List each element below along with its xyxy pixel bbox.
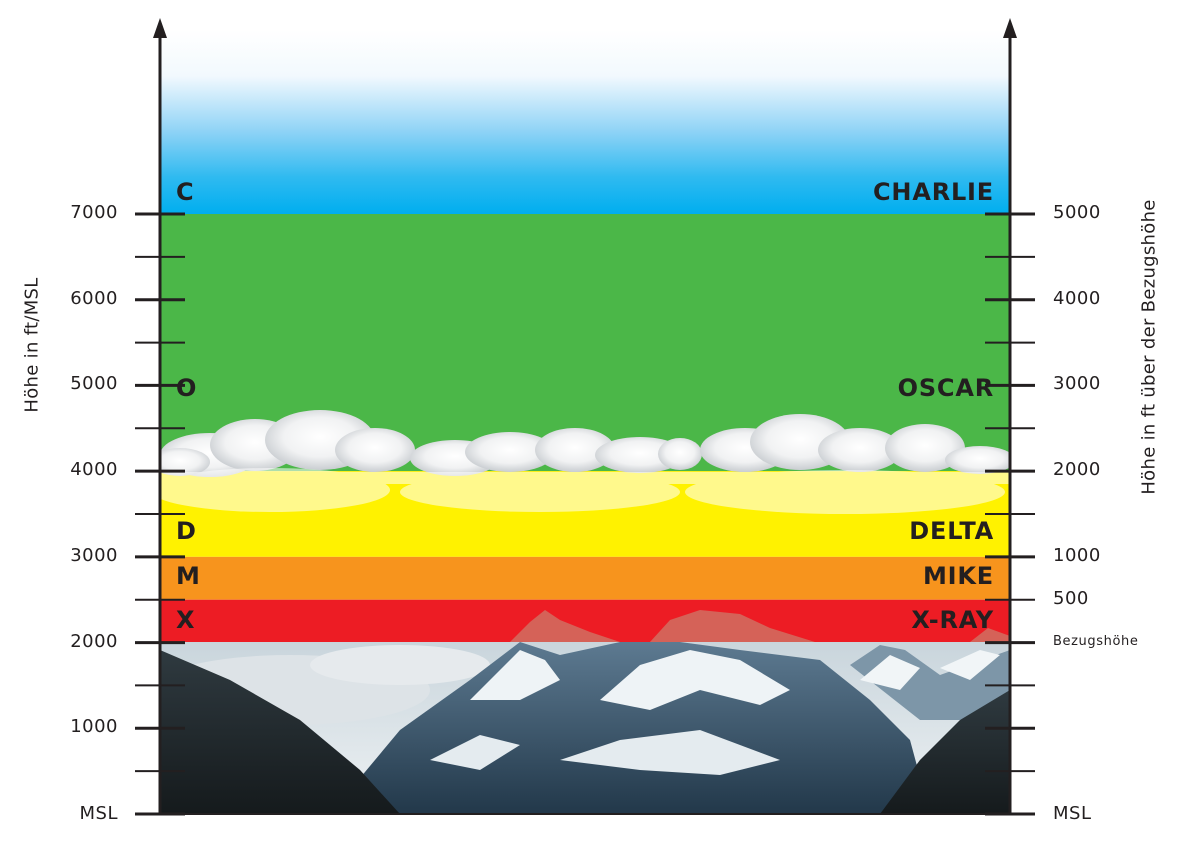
right-tick-label: MSL bbox=[1053, 803, 1092, 824]
left-tick-label: 4000 bbox=[70, 459, 118, 481]
band-letter-xray: X bbox=[176, 606, 196, 634]
band-letter-oscar: O bbox=[176, 374, 197, 402]
right-tick-label: 5000 bbox=[1053, 202, 1101, 223]
left-tick-label: 2000 bbox=[70, 630, 118, 652]
right-tick-label: 2000 bbox=[1053, 459, 1101, 481]
left-axis bbox=[135, 18, 185, 816]
left-tick-label: 1000 bbox=[70, 716, 118, 738]
left-tick-label: 6000 bbox=[70, 287, 118, 309]
band-name-xray: X-RAY bbox=[911, 606, 994, 634]
left-tick-label: 3000 bbox=[70, 544, 118, 566]
band-name-charlie: CHARLIE bbox=[873, 178, 994, 206]
right-tick-label: 500 bbox=[1053, 587, 1089, 609]
mountain-landscape bbox=[160, 642, 1010, 814]
band-charlie bbox=[160, 30, 1010, 214]
mountain-peaks-tinted bbox=[510, 610, 1010, 642]
right-tick-label: 3000 bbox=[1053, 373, 1101, 395]
cloud-layer bbox=[160, 410, 1010, 514]
band-letter-charlie: C bbox=[176, 178, 195, 206]
left-axis-arrow-icon bbox=[153, 18, 167, 38]
band-letter-delta: D bbox=[176, 517, 197, 545]
band-name-delta: DELTA bbox=[909, 517, 994, 545]
left-tick-label: MSL bbox=[79, 803, 118, 824]
band-name-oscar: OSCAR bbox=[897, 374, 994, 402]
plot-area bbox=[160, 30, 1010, 814]
left-tick-label: 5000 bbox=[70, 373, 118, 395]
right-axis-title: Höhe in ft über der Bezugshöhe bbox=[1138, 199, 1160, 495]
band-name-mike: MIKE bbox=[922, 562, 994, 590]
right-tick-label: 4000 bbox=[1053, 287, 1101, 309]
right-tick-label: 1000 bbox=[1053, 544, 1101, 566]
right-axis-arrow-icon bbox=[1003, 18, 1017, 38]
left-tick-label: 7000 bbox=[70, 202, 118, 223]
right-tick-label-reference: Bezugshöhe bbox=[1053, 633, 1139, 649]
band-letter-mike: M bbox=[176, 562, 201, 590]
band-mike bbox=[160, 556, 1010, 600]
